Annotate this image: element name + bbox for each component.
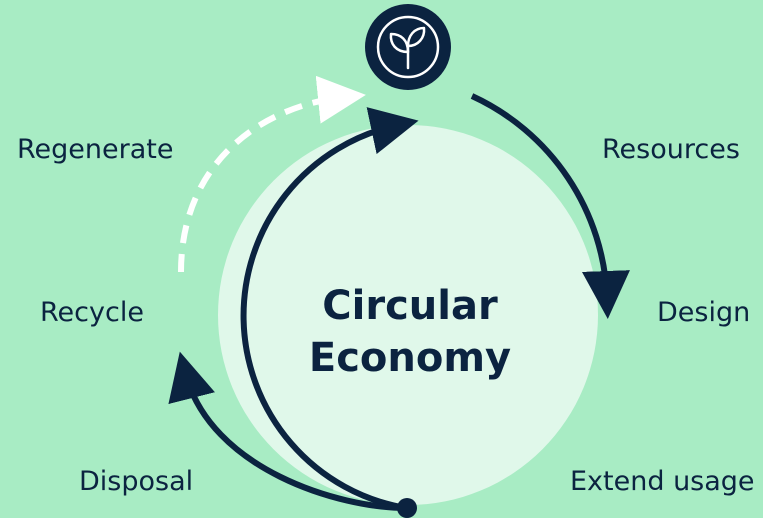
leaf-sprout-icon (365, 4, 451, 90)
cycle-start-dot (397, 498, 417, 518)
resources-design-arrow (470, 93, 630, 319)
stage-label-extend-usage: Extend usage (570, 466, 755, 497)
diagram-title-line2: Economy (308, 335, 512, 381)
inner-loop-arrow (240, 107, 419, 511)
stage-label-design: Design (657, 297, 751, 328)
stage-label-resources: Resources (602, 134, 740, 165)
diagram-title: Circular Economy (270, 280, 550, 384)
inner-circle (218, 125, 598, 505)
disposal-recycle-arrow (168, 351, 407, 511)
diagram-title-line1: Circular (322, 283, 498, 329)
stage-label-recycle: Recycle (40, 297, 144, 328)
stage-label-regenerate: Regenerate (17, 134, 174, 165)
stage-label-disposal: Disposal (79, 466, 194, 497)
regenerate-dashed-arrow (178, 75, 366, 273)
